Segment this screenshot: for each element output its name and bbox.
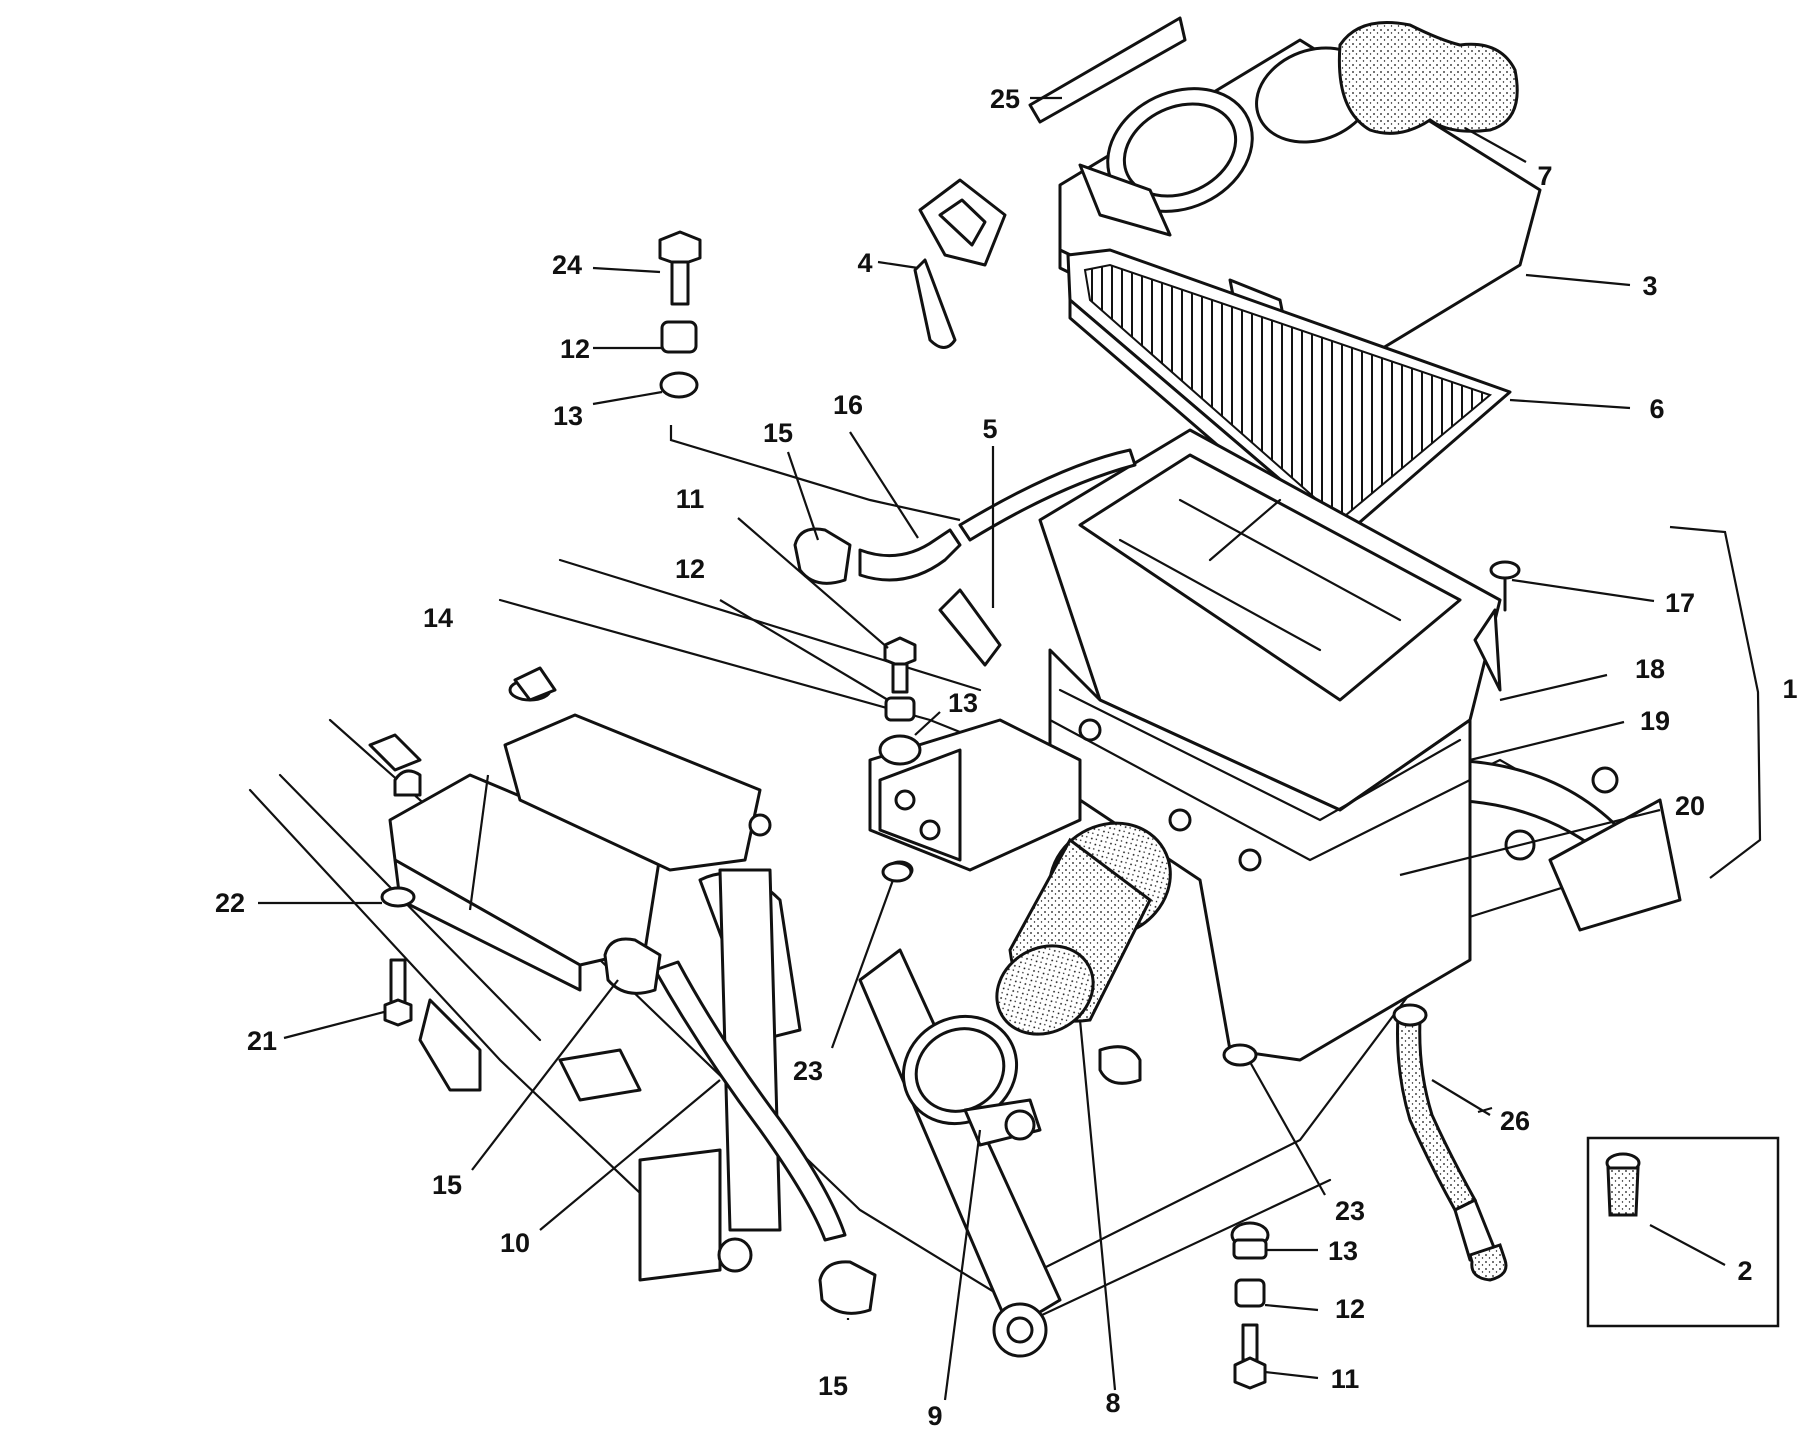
callout-23-right: 23 xyxy=(1335,1196,1365,1226)
callout-14: 14 xyxy=(423,603,453,633)
part-25-decal xyxy=(1028,16,1187,124)
callout-15-bottom: 15 xyxy=(818,1371,848,1401)
part-22-washer xyxy=(380,886,416,908)
part-5-tube xyxy=(938,588,1002,667)
callout-22: 22 xyxy=(215,888,245,918)
part-14-tank xyxy=(368,666,772,992)
callout-16: 16 xyxy=(833,390,863,420)
part-9-clamp xyxy=(901,1014,1042,1147)
callout-1: 1 xyxy=(1782,674,1797,704)
callout-4: 4 xyxy=(857,248,872,278)
part-24-bolt-stack xyxy=(658,230,702,399)
callout-10: 10 xyxy=(500,1228,530,1258)
part-16-hose xyxy=(858,528,962,582)
callout-17: 17 xyxy=(1665,588,1695,618)
leader-lines xyxy=(258,96,1726,1401)
callout-19: 19 xyxy=(1640,706,1670,736)
callout-15: 15 xyxy=(763,418,793,448)
part-2-filter-element xyxy=(1606,1166,1640,1217)
part-10-breather-hose xyxy=(653,960,847,1242)
callout-6: 6 xyxy=(1649,394,1664,424)
part-8-rubber-sleeve xyxy=(995,821,1172,1036)
callout-23-left: 23 xyxy=(793,1056,823,1086)
callout-18: 18 xyxy=(1635,654,1665,684)
callout-13-mid: 13 xyxy=(948,688,978,718)
part-23-washer-left xyxy=(881,861,913,883)
frame xyxy=(248,558,1682,1358)
callout-25: 25 xyxy=(990,84,1020,114)
part-15-clip-lower xyxy=(818,1260,877,1315)
callout-3: 3 xyxy=(1642,271,1657,301)
callout-7: 7 xyxy=(1537,161,1552,191)
part-1-airbox-assembly xyxy=(868,428,1502,1062)
callout-13-lower: 13 xyxy=(1328,1236,1358,1266)
callout-12: 12 xyxy=(560,334,590,364)
callout-21: 21 xyxy=(247,1026,277,1056)
callout-8: 8 xyxy=(1105,1388,1120,1418)
callout-9: 9 xyxy=(927,1401,942,1431)
callout-26: 26 xyxy=(1500,1106,1530,1136)
callout-20: 20 xyxy=(1675,791,1705,821)
callout-24: 24 xyxy=(552,250,582,280)
callout-11: 11 xyxy=(676,484,705,514)
assembly-bracket xyxy=(1669,525,1762,879)
part-23-washer-right xyxy=(1222,1043,1258,1067)
callout-2: 2 xyxy=(1737,1256,1752,1286)
part-26-drain-hose xyxy=(1392,1003,1508,1282)
callout-13: 13 xyxy=(553,401,583,431)
part-17-screw xyxy=(1489,560,1521,612)
part-21-bolt xyxy=(383,958,413,1027)
callout-labels: 25 7 3 6 4 24 12 13 15 16 5 11 12 13 14 … xyxy=(215,84,1798,1431)
part-7-intake-boot xyxy=(1337,21,1519,135)
callout-5: 5 xyxy=(982,414,997,444)
callout-12-mid: 12 xyxy=(675,554,705,584)
inset-box xyxy=(1586,1136,1780,1328)
part-15-clip-mid xyxy=(603,937,662,995)
part-4-strap xyxy=(913,178,1007,349)
callout-12-lower: 12 xyxy=(1335,1294,1365,1324)
part-11-bolt-stack-lower xyxy=(1230,1221,1270,1390)
callout-15-left: 15 xyxy=(432,1170,462,1200)
callout-11-lower: 11 xyxy=(1331,1364,1360,1394)
